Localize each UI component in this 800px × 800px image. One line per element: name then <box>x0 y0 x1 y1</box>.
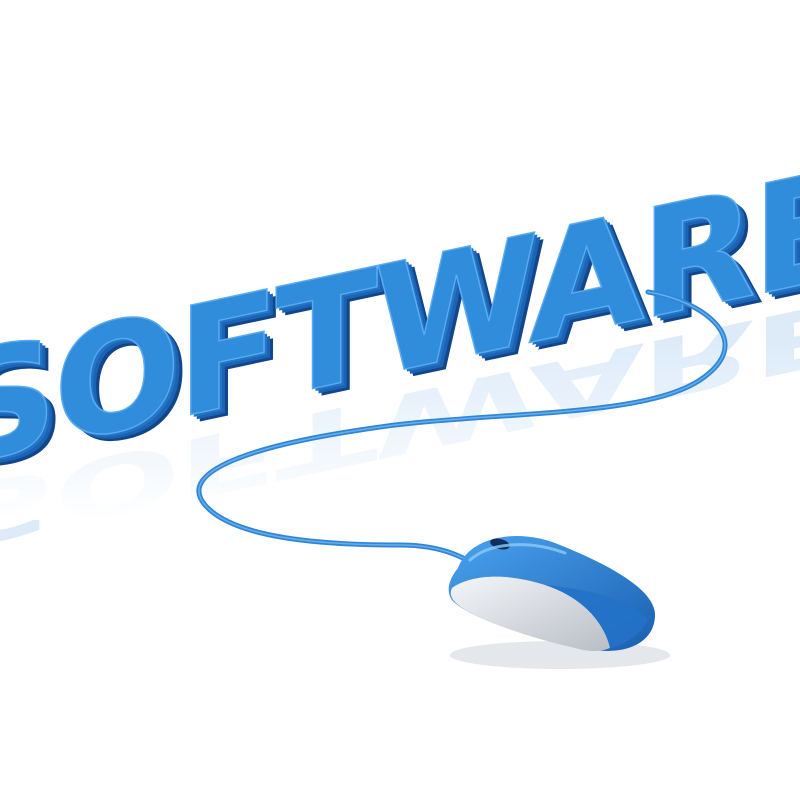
mouse-grip <box>450 576 610 651</box>
mouse-top-highlight <box>468 543 567 562</box>
reflection-fade <box>0 340 800 520</box>
mouse-shadow <box>450 641 670 669</box>
computer-mouse-icon <box>448 536 670 669</box>
mouse-cable-highlight <box>198 291 726 571</box>
mouse-grip-edge <box>545 585 648 648</box>
